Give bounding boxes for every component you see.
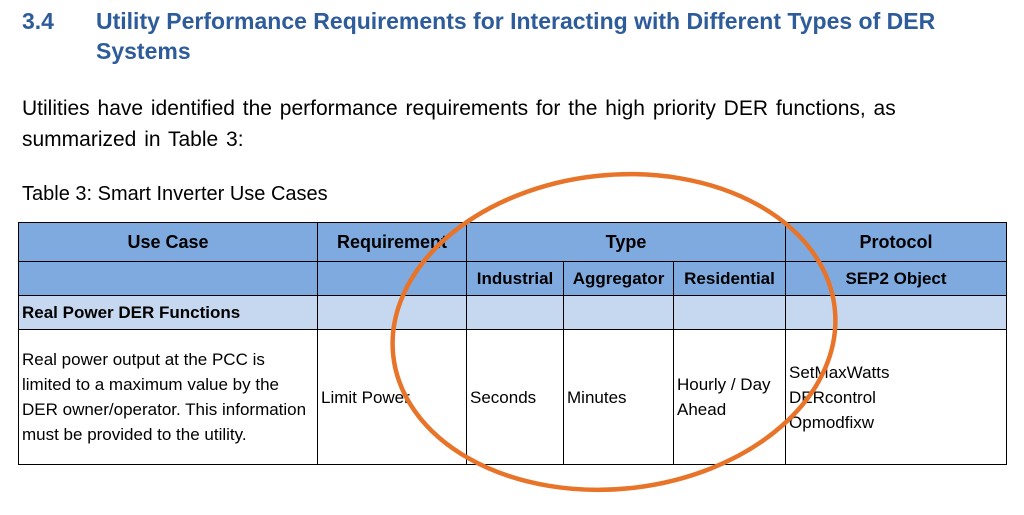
cell-industrial: Seconds [466,329,564,465]
subheader-residential: Residential [672,261,787,296]
table-header-row: Use Case Requirement Type Protocol [18,222,1008,262]
subheader-sep2-object: SEP2 Object [785,261,1008,296]
protocol-line-1: SetMaxWatts [789,362,890,382]
category-empty-3 [563,295,674,330]
category-empty-4 [672,295,787,330]
intro-paragraph: Utilities have identified the performanc… [22,97,896,151]
cell-requirement: Limit Power [317,329,467,465]
cell-aggregator: Minutes [563,329,674,465]
table-caption: Table 3: Smart Inverter Use Cases [22,183,328,205]
cell-protocol: SetMaxWatts DERcontrol Opmodfixw [785,329,1008,465]
subheader-industrial: Industrial [466,261,564,296]
use-case-table: Use Case Requirement Type Protocol Indus… [18,222,1008,465]
category-label: Real Power DER Functions [18,295,318,330]
table-subheader-row: Industrial Aggregator Residential SEP2 O… [18,261,1008,296]
cell-use-case: Real power output at the PCC is limited … [18,329,318,465]
header-use-case: Use Case [18,222,318,262]
protocol-line-2: DERcontrol [789,387,876,407]
header-protocol: Protocol [785,222,1008,262]
header-requirement: Requirement [317,222,467,262]
subheader-empty-2 [317,261,467,296]
category-empty-1 [317,295,467,330]
cell-residential: Hourly / Day Ahead [672,329,787,465]
category-empty-5 [785,295,1008,330]
section-title: Utility Performance Requirements for Int… [96,8,936,64]
category-empty-2 [466,295,564,330]
category-row: Real Power DER Functions [18,295,1008,330]
table-row: Real power output at the PCC is limited … [18,329,1008,465]
protocol-line-3: Opmodfixw [789,412,875,432]
subheader-empty-1 [18,261,318,296]
section-number: 3.4 [22,8,54,34]
subheader-aggregator: Aggregator [563,261,674,296]
header-type: Type [465,222,787,262]
